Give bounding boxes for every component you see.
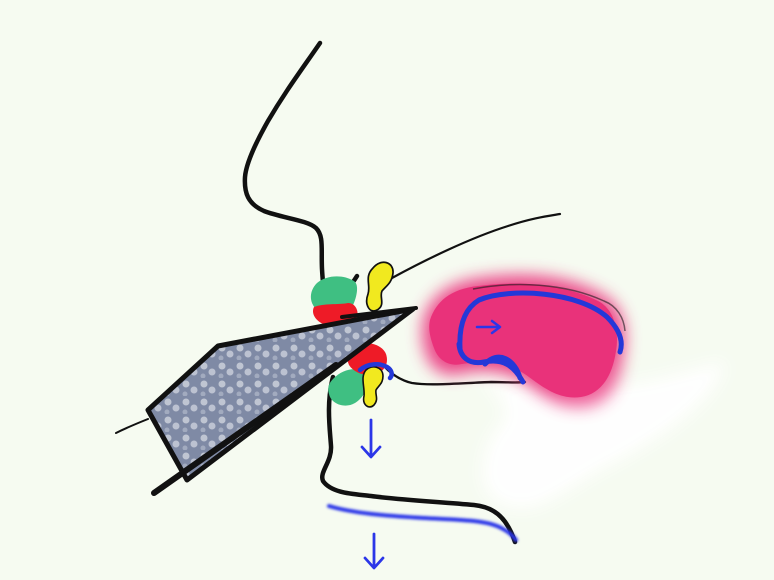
lower-lip-green <box>328 369 368 405</box>
lower-lip-yellow <box>363 367 383 407</box>
chin-blue-line <box>329 506 516 540</box>
instrument-handle-line <box>116 419 148 433</box>
chin-blue-line-group <box>329 506 516 540</box>
down-arrow-upper-group <box>362 420 380 457</box>
upper-palate-line <box>392 214 560 278</box>
upper-lip-yellow <box>367 262 393 311</box>
down-arrow-lower-group <box>365 534 383 568</box>
face-profile-outline <box>245 43 357 297</box>
